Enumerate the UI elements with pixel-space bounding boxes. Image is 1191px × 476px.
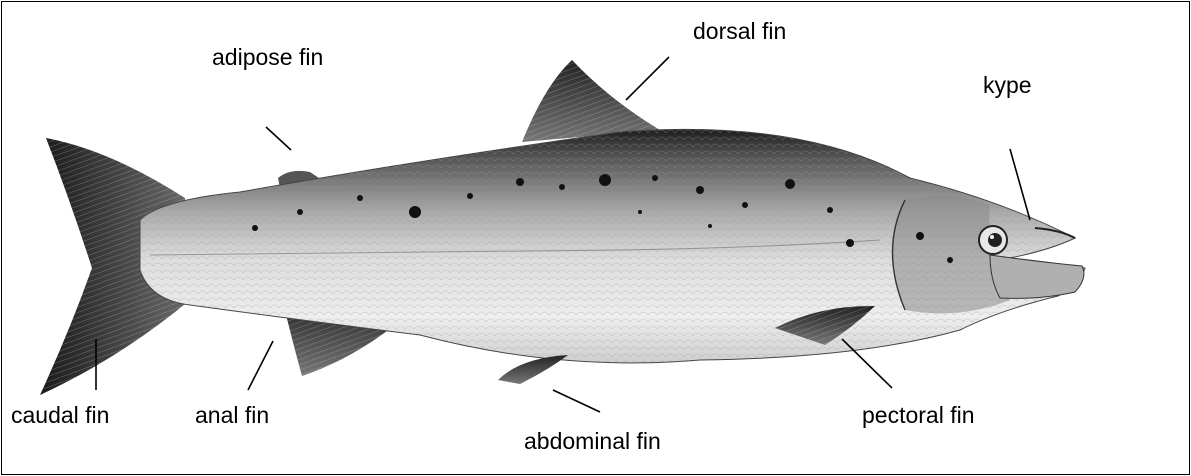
abdominal-fin-shape	[498, 355, 568, 384]
leader-abdominal-fin	[553, 390, 600, 412]
leader-adipose-fin	[266, 127, 291, 150]
label-dorsal-fin: dorsal fin	[693, 20, 786, 43]
leader-anal-fin	[248, 341, 273, 390]
label-adipose-fin: adipose fin	[212, 46, 323, 69]
leader-dorsal-fin	[626, 57, 669, 100]
eye-shape	[979, 226, 1007, 254]
label-anal-fin: anal fin	[195, 404, 269, 427]
label-caudal-fin: caudal fin	[11, 404, 109, 427]
jaw-shape	[990, 255, 1084, 298]
label-abdominal-fin: abdominal fin	[524, 430, 661, 453]
leader-kype	[1010, 149, 1030, 220]
label-pectoral-fin: pectoral fin	[862, 404, 975, 427]
label-kype: kype	[983, 74, 1032, 97]
